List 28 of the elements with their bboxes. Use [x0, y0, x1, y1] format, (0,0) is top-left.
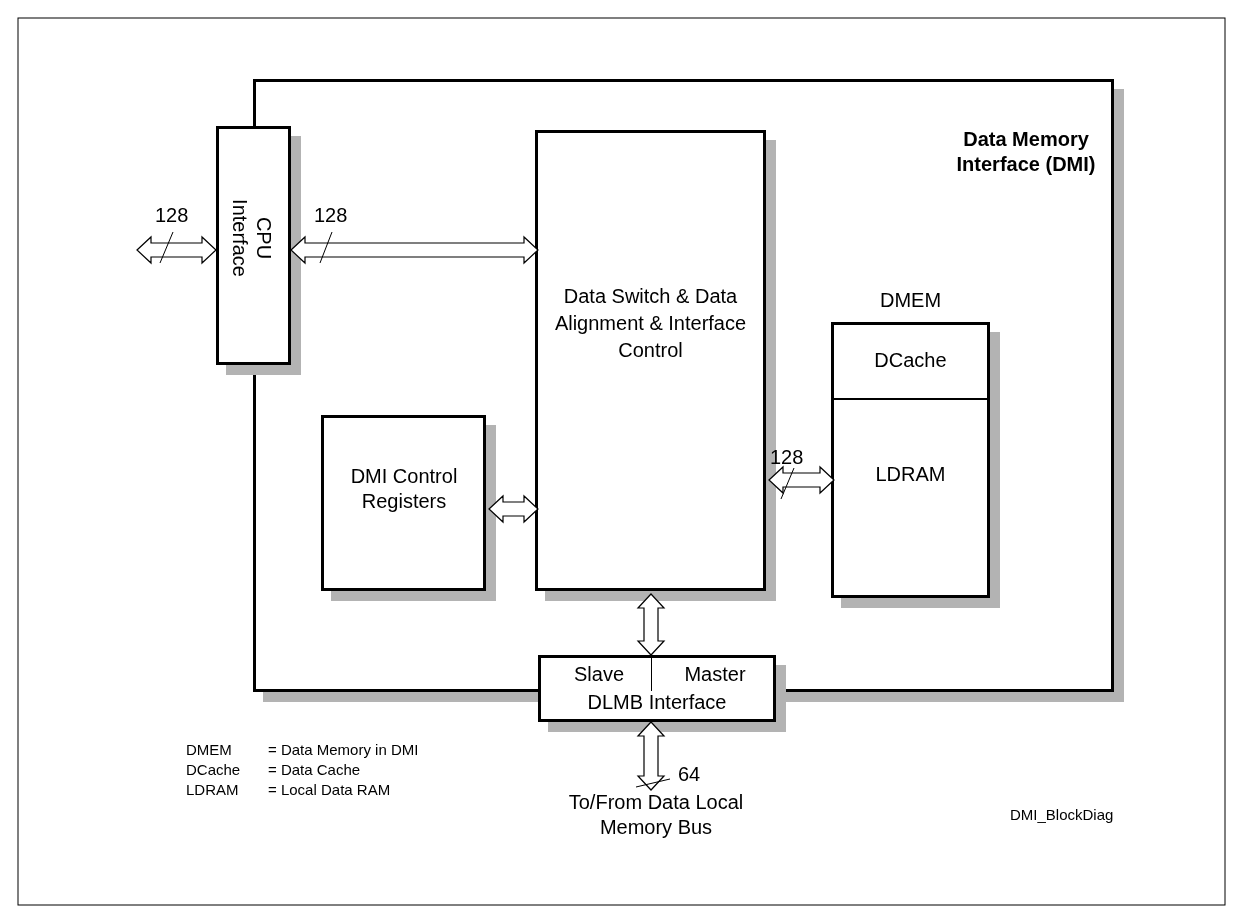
abbreviation-definition: = Local Data RAM: [268, 780, 391, 800]
abbreviation-term: DMEM: [186, 740, 232, 760]
block-heading: Data Memory Interface (DMI): [955, 127, 1097, 177]
block-heading: DMEM: [878, 288, 943, 313]
block-label: LDRAM: [874, 462, 947, 487]
block-label: Master: [683, 662, 747, 687]
abbreviation-term: LDRAM: [186, 780, 239, 800]
block-label: DCache: [873, 348, 948, 373]
bus-arrow: [136, 235, 217, 265]
edge-label: 128: [155, 203, 189, 227]
edge-label: 128: [314, 203, 348, 227]
abbreviation-definition: = Data Cache: [268, 760, 361, 780]
block-label: Data Switch & Data Alignment & Interface Control: [553, 284, 748, 363]
bus-arrow: [636, 721, 666, 791]
block-label: DMI Control Registers: [349, 464, 459, 514]
block-label: Slave: [573, 662, 625, 687]
bus-arrow: [488, 494, 539, 524]
abbreviation-term: DCache: [186, 760, 241, 780]
bus-arrow: [636, 593, 666, 656]
figure-id: DMI_BlockDiag: [1010, 805, 1114, 825]
block-label: DLMB Interface: [586, 690, 728, 715]
edge-label: 128: [770, 445, 804, 469]
abbreviation-definition: = Data Memory in DMI: [268, 740, 419, 760]
edge-label: 64: [678, 762, 701, 786]
bus-arrow: [768, 465, 835, 495]
bus-arrow: [290, 235, 539, 265]
block-label: To/From Data Local Memory Bus: [567, 790, 745, 840]
block-label: CPU Interface: [228, 198, 276, 279]
